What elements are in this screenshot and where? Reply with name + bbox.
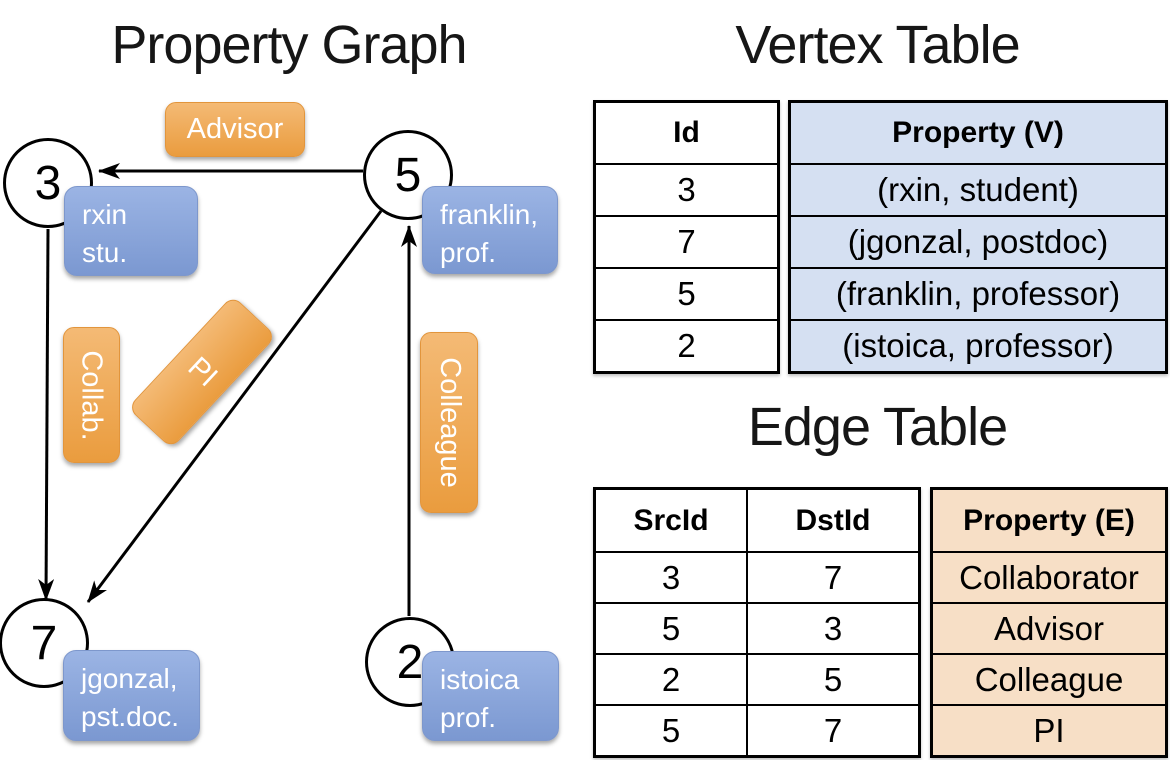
graph-edges bbox=[38, 163, 417, 616]
collab-edge-label-text: Collab. bbox=[76, 349, 108, 441]
graph-node-7-id: 7 bbox=[30, 616, 58, 670]
edge-srcid-cell: 5 bbox=[596, 602, 746, 653]
franklin-property-box: franklin, prof. bbox=[422, 186, 558, 274]
property-graph-title: Property Graph bbox=[111, 15, 467, 75]
edge-dstid-cell: 7 bbox=[746, 551, 918, 602]
vertex-table-id-column: Id 3 7 5 2 bbox=[593, 100, 780, 374]
istoica-property-line2: prof. bbox=[440, 701, 497, 733]
edge-table-id-columns: SrcId DstId 3 7 5 3 2 5 5 7 bbox=[593, 487, 921, 758]
franklin-property-line2: prof. bbox=[440, 236, 497, 268]
vertex-id-header: Id bbox=[673, 116, 700, 149]
graph-node-5: 5 bbox=[363, 130, 453, 220]
edge-dstid-cell: 3 bbox=[746, 602, 918, 653]
rxin-property-line1: rxin bbox=[82, 199, 128, 230]
edge-property-header: Property (E) bbox=[963, 503, 1135, 537]
advisor-edge-label-text: Advisor bbox=[186, 113, 284, 145]
vertex-id-cell: 5 bbox=[596, 267, 777, 319]
edge-srcid-cell: 3 bbox=[596, 551, 746, 602]
colleague-edge-label: Colleague bbox=[420, 332, 478, 513]
collab-edge-label: Collab. bbox=[63, 327, 120, 463]
edge-property-cell: Collaborator bbox=[933, 551, 1165, 602]
graph-node-2-id: 2 bbox=[396, 635, 424, 689]
edge-srcid-cell: 2 bbox=[596, 653, 746, 704]
vertex-property-header: Property (V) bbox=[892, 116, 1064, 149]
vertex-id-cell: 3 bbox=[596, 163, 777, 215]
edge-dstid-header: DstId bbox=[746, 490, 918, 551]
colleague-edge-label-text: Colleague bbox=[433, 357, 466, 488]
pi-edge-arrow bbox=[86, 210, 383, 603]
graph-node-3-id: 3 bbox=[34, 156, 62, 210]
jgonzal-property-line2: pst.doc. bbox=[81, 700, 180, 732]
vertex-id-cell: 7 bbox=[596, 215, 777, 267]
edge-table-property-column: Property (E) Collaborator Advisor Collea… bbox=[930, 487, 1168, 758]
edge-property-cell: Advisor bbox=[933, 602, 1165, 653]
vertex-property-cell: (rxin, student) bbox=[791, 163, 1165, 215]
advisor-edge-label: Advisor bbox=[165, 102, 305, 157]
edge-property-cell: PI bbox=[933, 704, 1165, 755]
jgonzal-property-line1: jgonzal, bbox=[81, 663, 178, 694]
edge-srcid-cell: 5 bbox=[596, 704, 746, 755]
vertex-table-property-column: Property (V) (rxin, student) (jgonzal, p… bbox=[788, 100, 1168, 374]
franklin-property-line1: franklin, bbox=[440, 199, 539, 230]
vertex-property-cell: (istoica, professor) bbox=[791, 319, 1165, 371]
edge-dstid-cell: 7 bbox=[746, 704, 918, 755]
vertex-id-cell: 2 bbox=[596, 319, 777, 371]
rxin-property-box: rxin stu. bbox=[64, 186, 198, 276]
graph-node-5-id: 5 bbox=[394, 148, 422, 202]
vertex-property-cell: (jgonzal, postdoc) bbox=[791, 215, 1165, 267]
jgonzal-property-box: jgonzal, pst.doc. bbox=[63, 650, 200, 741]
istoica-property-box: istoica prof. bbox=[422, 651, 559, 741]
vertex-property-cell: (franklin, professor) bbox=[791, 267, 1165, 319]
edge-property-cell: Colleague bbox=[933, 653, 1165, 704]
edge-srcid-header: SrcId bbox=[633, 503, 709, 537]
collab-edge-arrow bbox=[38, 228, 55, 601]
rxin-property-line2: stu. bbox=[82, 236, 128, 268]
istoica-property-line1: istoica bbox=[440, 664, 520, 695]
vertex-table-title: Vertex Table bbox=[735, 15, 1020, 75]
edge-table-title: Edge Table bbox=[747, 397, 1008, 457]
pi-edge-label-text: PI bbox=[181, 350, 224, 393]
edge-dstid-cell: 5 bbox=[746, 653, 918, 704]
